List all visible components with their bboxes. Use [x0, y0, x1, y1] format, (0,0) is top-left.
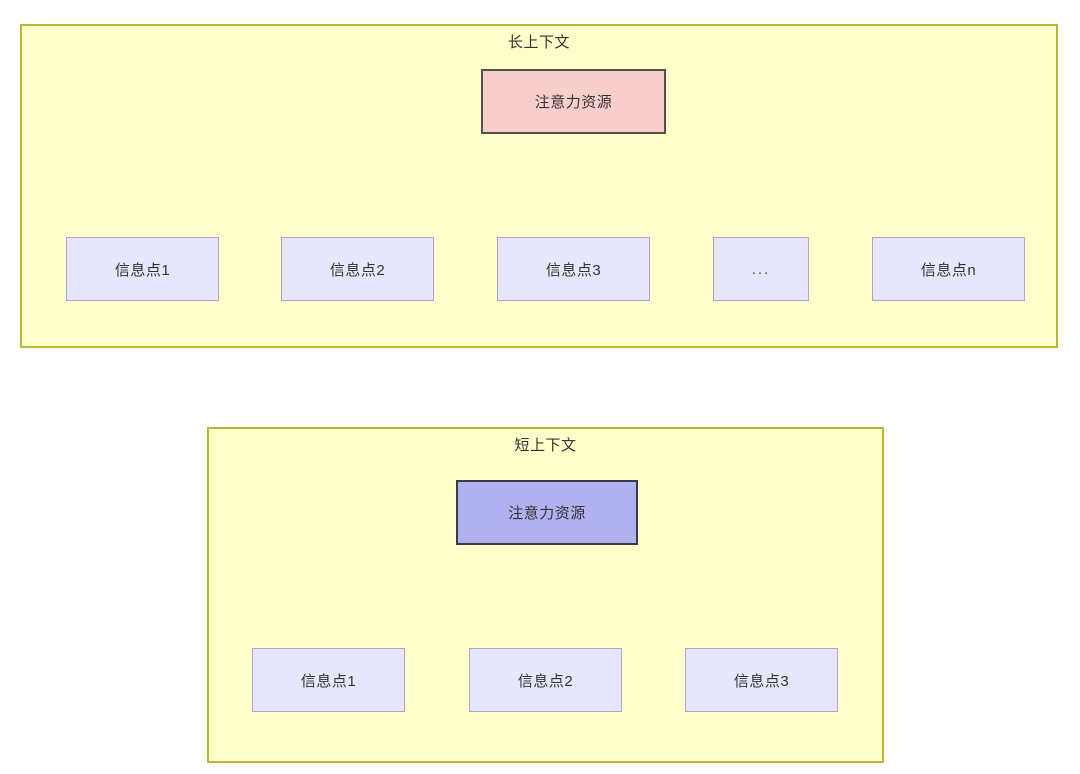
- node-long-context-leaf-3[interactable]: 信息点3: [497, 237, 650, 301]
- node-long-context-leaf-2[interactable]: 信息点2: [281, 237, 434, 301]
- group-short-context-title: 短上下文: [514, 437, 577, 454]
- group-long-context-title: 长上下文: [507, 34, 570, 51]
- group-short-context: 短上下文: [207, 427, 884, 763]
- node-short-context-root[interactable]: 注意力资源: [456, 480, 638, 545]
- node-short-context-leaf-1[interactable]: 信息点1: [252, 648, 405, 712]
- node-short-context-leaf-2[interactable]: 信息点2: [469, 648, 622, 712]
- node-short-context-leaf-3[interactable]: 信息点3: [685, 648, 838, 712]
- node-long-context-leaf-1[interactable]: 信息点1: [66, 237, 219, 301]
- node-long-context-leaf-ellipsis[interactable]: ...: [713, 237, 809, 301]
- node-long-context-root[interactable]: 注意力资源: [481, 69, 666, 134]
- node-long-context-leaf-n[interactable]: 信息点n: [872, 237, 1025, 301]
